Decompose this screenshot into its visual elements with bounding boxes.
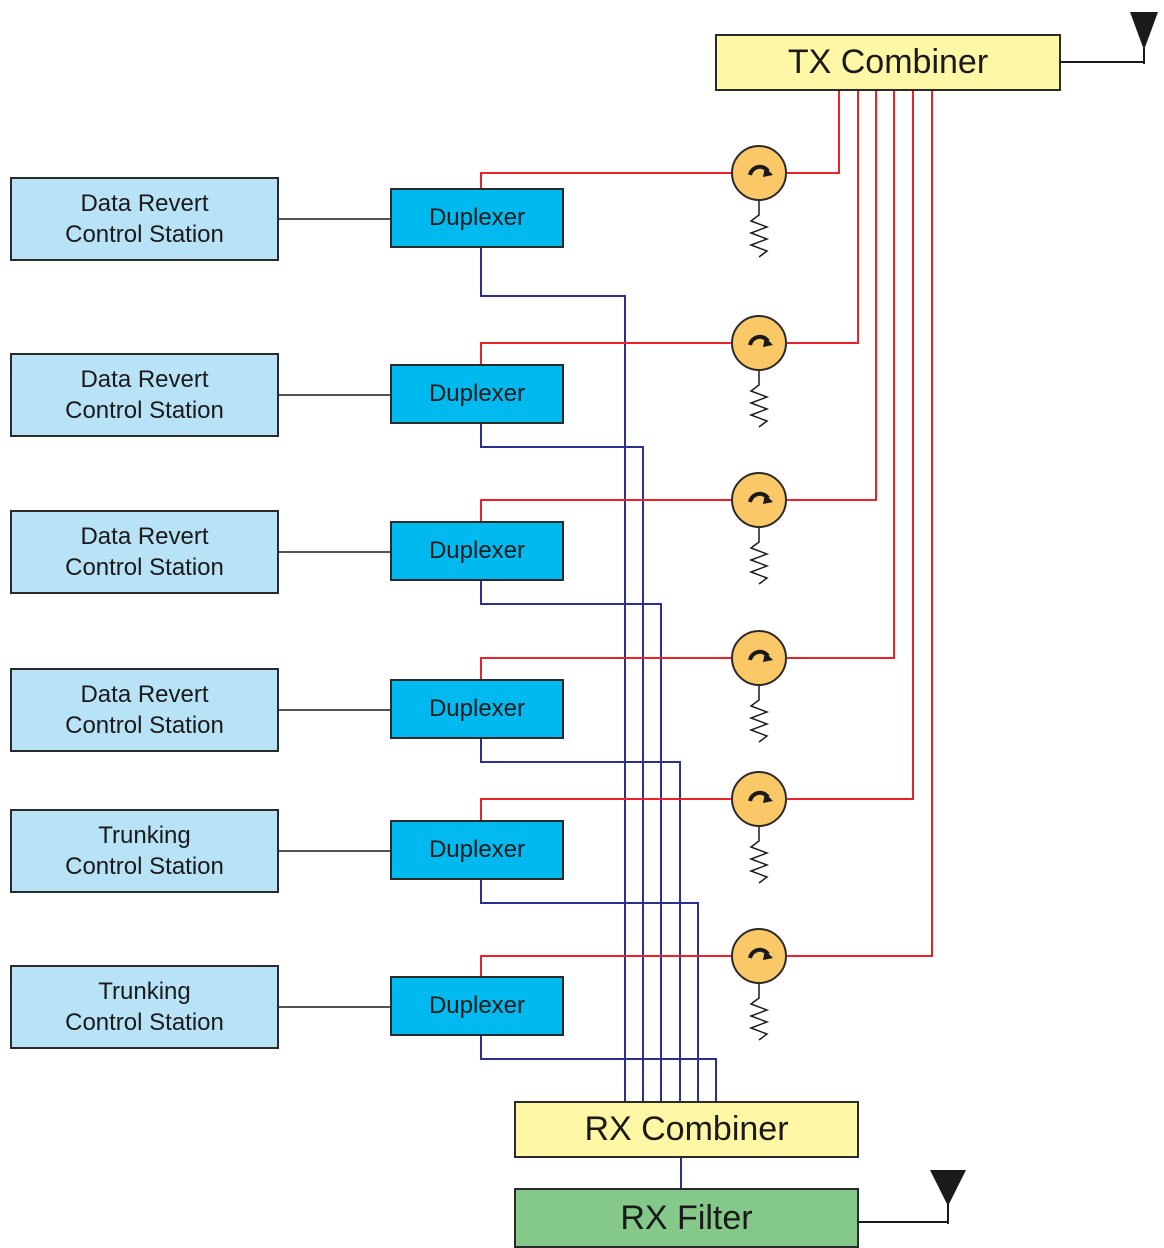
- duplexer-2: Duplexer: [390, 364, 564, 424]
- tx-line: [787, 91, 877, 501]
- tx-line: [480, 172, 731, 188]
- control-station-4: Data Revert Control Station: [10, 668, 279, 752]
- duplexer-label: Duplexer: [428, 380, 526, 407]
- tx-combiner-label: TX Combiner: [787, 43, 989, 81]
- station-line-1: Trunking: [98, 978, 191, 1005]
- tx-combiner: TX Combiner: [715, 34, 1061, 91]
- circulator-icon: [731, 928, 787, 984]
- station-line-1: Data Revert: [80, 681, 209, 708]
- station-line-2: Control Station: [65, 853, 224, 880]
- station-line-1: Data Revert: [80, 190, 209, 217]
- tx-line: [480, 657, 731, 679]
- duplexer-label: Duplexer: [428, 537, 526, 564]
- rx-line: [480, 739, 681, 1101]
- load-resistor-icon: [748, 371, 770, 428]
- tx-line: [480, 499, 731, 521]
- rx-antenna-icon: [930, 1170, 966, 1224]
- duplexer-label: Duplexer: [428, 992, 526, 1019]
- tx-antenna-icon: [1130, 12, 1158, 64]
- circulator-icon: [731, 630, 787, 686]
- circulator-icon: [731, 771, 787, 827]
- control-station-2: Data Revert Control Station: [10, 353, 279, 437]
- rx-combiner-label: RX Combiner: [584, 1110, 789, 1148]
- station-line-1: Trunking: [98, 822, 191, 849]
- control-station-3: Data Revert Control Station: [10, 510, 279, 594]
- tx-line: [787, 91, 840, 174]
- tx-line: [480, 342, 731, 364]
- rx-line: [480, 880, 699, 1101]
- load-resistor-icon: [748, 201, 770, 258]
- station-line-2: Control Station: [65, 221, 224, 248]
- load-resistor-icon: [748, 827, 770, 884]
- station-line-1: Data Revert: [80, 366, 209, 393]
- duplexer-label: Duplexer: [428, 695, 526, 722]
- duplexer-label: Duplexer: [428, 204, 526, 231]
- circulator-icon: [731, 472, 787, 528]
- station-line-2: Control Station: [65, 397, 224, 424]
- duplexer-5: Duplexer: [390, 820, 564, 880]
- rx-filter-label: RX Filter: [620, 1198, 753, 1237]
- duplexer-3: Duplexer: [390, 521, 564, 581]
- tx-line: [787, 91, 859, 344]
- station-line-2: Control Station: [65, 712, 224, 739]
- rx-line: [480, 424, 644, 1101]
- duplexer-6: Duplexer: [390, 976, 564, 1036]
- control-station-5: Trunking Control Station: [10, 809, 279, 893]
- station-line-2: Control Station: [65, 1009, 224, 1036]
- rx-filter: RX Filter: [514, 1188, 859, 1248]
- duplexer-1: Duplexer: [390, 188, 564, 248]
- tx-line: [787, 91, 914, 800]
- duplexer-4: Duplexer: [390, 679, 564, 739]
- tx-line: [787, 91, 933, 957]
- rx-line: [480, 248, 626, 1101]
- control-station-1: Data Revert Control Station: [10, 177, 279, 261]
- station-line-2: Control Station: [65, 554, 224, 581]
- load-resistor-icon: [748, 686, 770, 743]
- tx-line: [787, 91, 895, 659]
- tx-line: [480, 955, 731, 976]
- station-line-1: Data Revert: [80, 523, 209, 550]
- rx-line: [480, 1036, 717, 1101]
- circulator-icon: [731, 315, 787, 371]
- rx-combiner: RX Combiner: [514, 1101, 859, 1158]
- duplexer-label: Duplexer: [428, 836, 526, 863]
- load-resistor-icon: [748, 528, 770, 585]
- circulator-icon: [731, 145, 787, 201]
- control-station-6: Trunking Control Station: [10, 965, 279, 1049]
- rx-line: [480, 581, 662, 1101]
- tx-line: [480, 798, 731, 820]
- load-resistor-icon: [748, 984, 770, 1041]
